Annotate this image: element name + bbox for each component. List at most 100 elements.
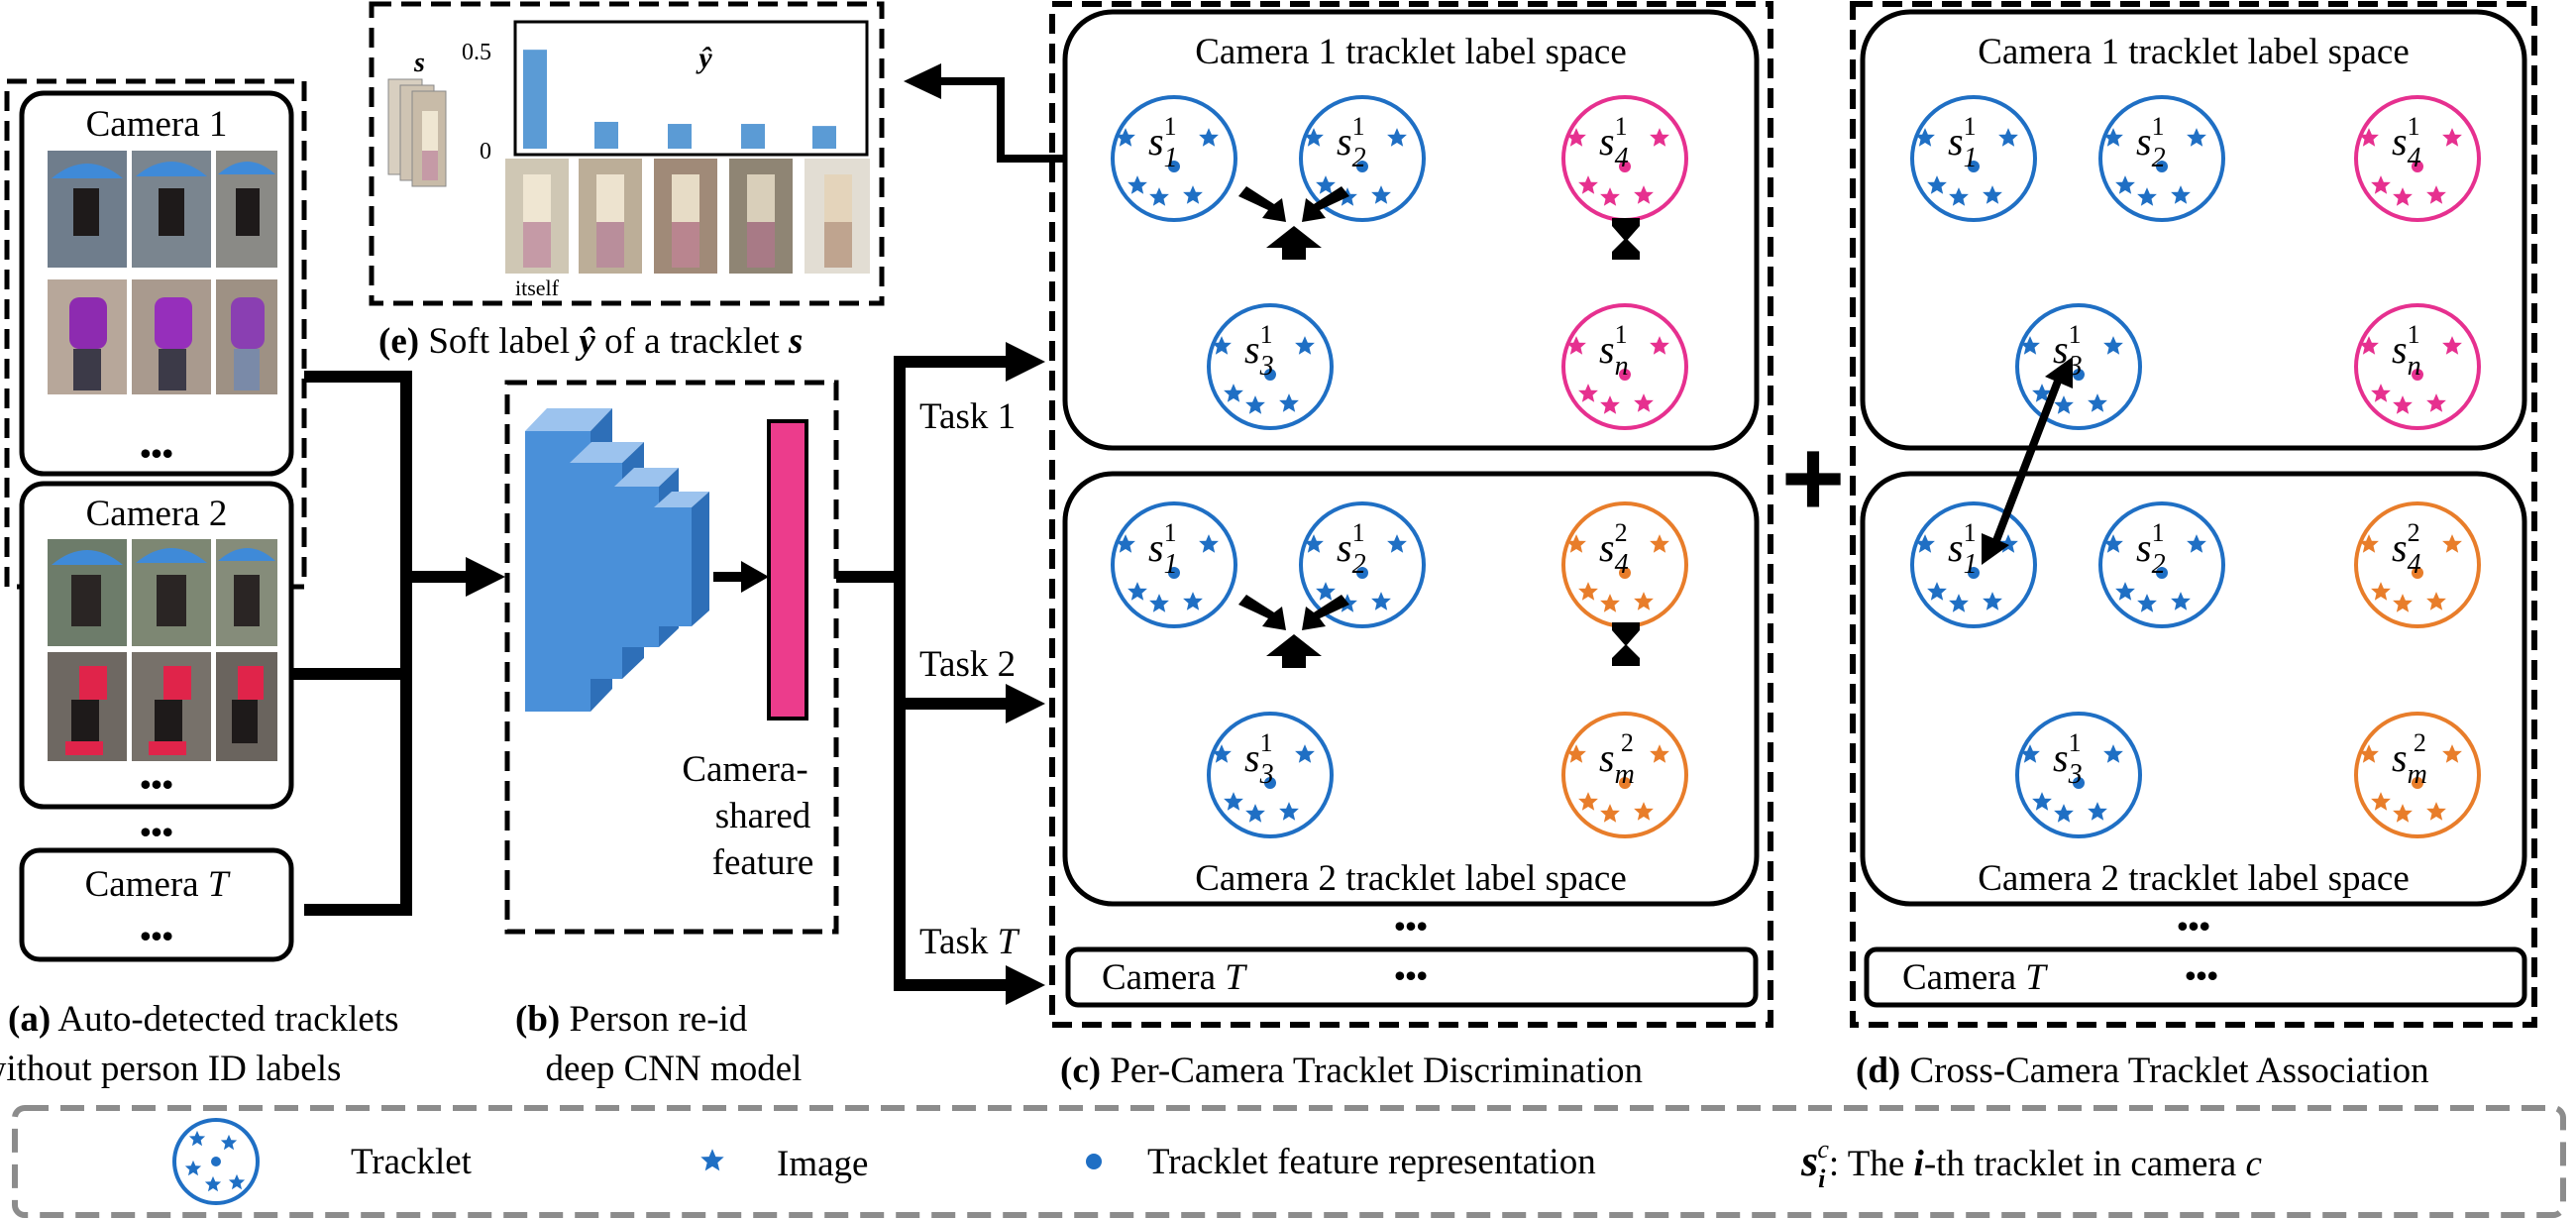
y-tick-bottom: 0 <box>480 139 491 165</box>
c-spaces-ellipsis: ••• <box>1394 908 1428 943</box>
tracklet-boundary <box>1910 95 2037 222</box>
panel-e: s ŷ 0.5 0 itse <box>369 1 885 306</box>
tracklet-circle: s21 <box>1299 501 1426 628</box>
camera-t-ellipsis: ••• <box>140 918 173 953</box>
arrow-to-feature-head <box>741 561 769 593</box>
itself-label: itself <box>515 276 560 300</box>
association-arrow-head-bottom <box>1982 533 2009 565</box>
tracklet-boundary <box>1561 712 1688 838</box>
camera-2-ellipsis: ••• <box>140 766 173 802</box>
tracklet-boundary <box>2015 712 2142 838</box>
d-camera-2-space-title: Camera 2 tracklet label space <box>1978 858 2410 899</box>
task-connectors <box>836 356 1006 991</box>
task-1-label: Task 1 <box>919 396 1016 437</box>
cnn-layers <box>525 408 709 712</box>
tracklet-feature-dot <box>1968 161 1980 172</box>
camera-2-group: Camera 2 <box>19 481 294 810</box>
tracklet-circle: sm2 <box>1561 712 1688 838</box>
tracklet-feature-dot <box>1619 567 1631 579</box>
tracklet-boundary <box>2098 95 2225 222</box>
camera-1-ellipsis: ••• <box>140 435 173 471</box>
tracklet-boundary <box>1207 712 1334 838</box>
soft-label-bar <box>741 124 765 149</box>
tracklet-label: s42 <box>1599 518 1629 580</box>
feature-label-line2: shared <box>715 796 811 836</box>
tracklet-feature-dot <box>2412 567 2423 579</box>
association-arrow-line <box>1991 377 2063 545</box>
tracklet-label: s21 <box>1337 518 1366 580</box>
feature-label-line1: Camera- <box>682 749 807 790</box>
tracklet-circle: s31 <box>1207 303 1334 430</box>
feature-label-line3: feature <box>712 842 814 883</box>
tracklet-boundary <box>2354 712 2481 838</box>
c-camera-t-label: Camera T <box>1102 957 1247 998</box>
camera-groups-ellipsis: ••• <box>140 814 173 849</box>
tracklet-feature-dot <box>1356 161 1368 172</box>
tracklet-feature-dot <box>1619 369 1631 381</box>
legend-image-star-icon <box>700 1149 724 1171</box>
tracklet-feature-dot <box>2412 777 2423 789</box>
panel-b-frame <box>504 380 839 935</box>
camera-t-title: Camera T <box>85 864 231 905</box>
tracklet-feature-dot <box>1619 161 1631 172</box>
panel-a: Camera 1 ••• <box>4 78 307 962</box>
c-camera-2-space-title: Camera 2 tracklet label space <box>1195 858 1627 899</box>
tracklet-feature-dot <box>1168 161 1180 172</box>
panel-e-frame <box>369 1 885 306</box>
tracklet-label: s42 <box>2392 518 2421 580</box>
arrow-into-cnn <box>466 557 505 597</box>
d-spaces-ellipsis: ••• <box>2177 908 2210 943</box>
tracklet-label: s21 <box>1337 112 1366 173</box>
tracklet-boundary <box>1111 501 1237 628</box>
task-t-arrow <box>1006 965 1045 1005</box>
tracklet-boundary <box>1299 501 1426 628</box>
y-tick-top: 0.5 <box>462 40 491 65</box>
tracklet-circle: s21 <box>1299 95 1426 222</box>
camera-2-images <box>48 539 277 761</box>
association-arrow-head-top <box>2045 357 2073 388</box>
soft-label-y-hat: ŷ <box>696 42 712 74</box>
tracklet-boundary <box>2354 501 2481 628</box>
tracklet-feature-dot <box>1356 567 1368 579</box>
tracklet-label: s41 <box>2392 112 2421 173</box>
connector-a-to-b <box>291 371 466 916</box>
camera-1-images <box>48 151 277 394</box>
tracklet-boundary <box>1207 303 1334 430</box>
c-camera-t-box <box>1065 946 1759 1008</box>
tracklet-label: s11 <box>1148 112 1178 173</box>
plus-sign: + <box>1781 417 1845 539</box>
tracklet-circle: s11 <box>1910 95 2037 222</box>
tracklet-feature-dot <box>2073 777 2085 789</box>
tracklet-label: s11 <box>1948 112 1978 173</box>
tracklet-circle: sm2 <box>2354 712 2481 838</box>
legend-notation: sic: The i-th tracklet in camera c <box>1800 1135 2262 1193</box>
tracklet-feature-dot <box>2156 161 2168 172</box>
tracklet-circle: s41 <box>1561 95 1688 222</box>
soft-label-bar <box>812 126 836 149</box>
caption-d: (d) Cross-Camera Tracklet Association <box>1856 1051 2429 1091</box>
camera-shared-feature-bar <box>767 419 808 720</box>
legend: Tracklet Image Tracklet feature represen… <box>12 1105 2566 1218</box>
d-camera-t-label: Camera T <box>1902 957 2048 998</box>
tracklet-label: sn1 <box>2392 320 2421 382</box>
tracklet-feature-dot <box>2156 567 2168 579</box>
tracklet-boundary <box>1111 95 1237 222</box>
c-bottom-discrimination-arrows <box>1238 595 1640 668</box>
tracklet-label: s31 <box>1244 320 1274 382</box>
tracklet-label: s41 <box>1599 112 1629 173</box>
panel-c-frame <box>1049 1 1773 1028</box>
tracklet-feature-dot <box>1264 369 1276 381</box>
tracklet-boundary <box>2354 303 2481 430</box>
legend-frame <box>12 1105 2566 1218</box>
arrow-to-panel-e <box>939 77 1110 163</box>
soft-label-bar <box>594 121 618 149</box>
gallery-images <box>505 159 870 274</box>
tracklet-feature-dot <box>1619 777 1631 789</box>
legend-tracklet-icon <box>172 1118 260 1205</box>
tracklet-label: sn1 <box>1599 320 1629 382</box>
tracklet-label: s21 <box>2136 518 2166 580</box>
